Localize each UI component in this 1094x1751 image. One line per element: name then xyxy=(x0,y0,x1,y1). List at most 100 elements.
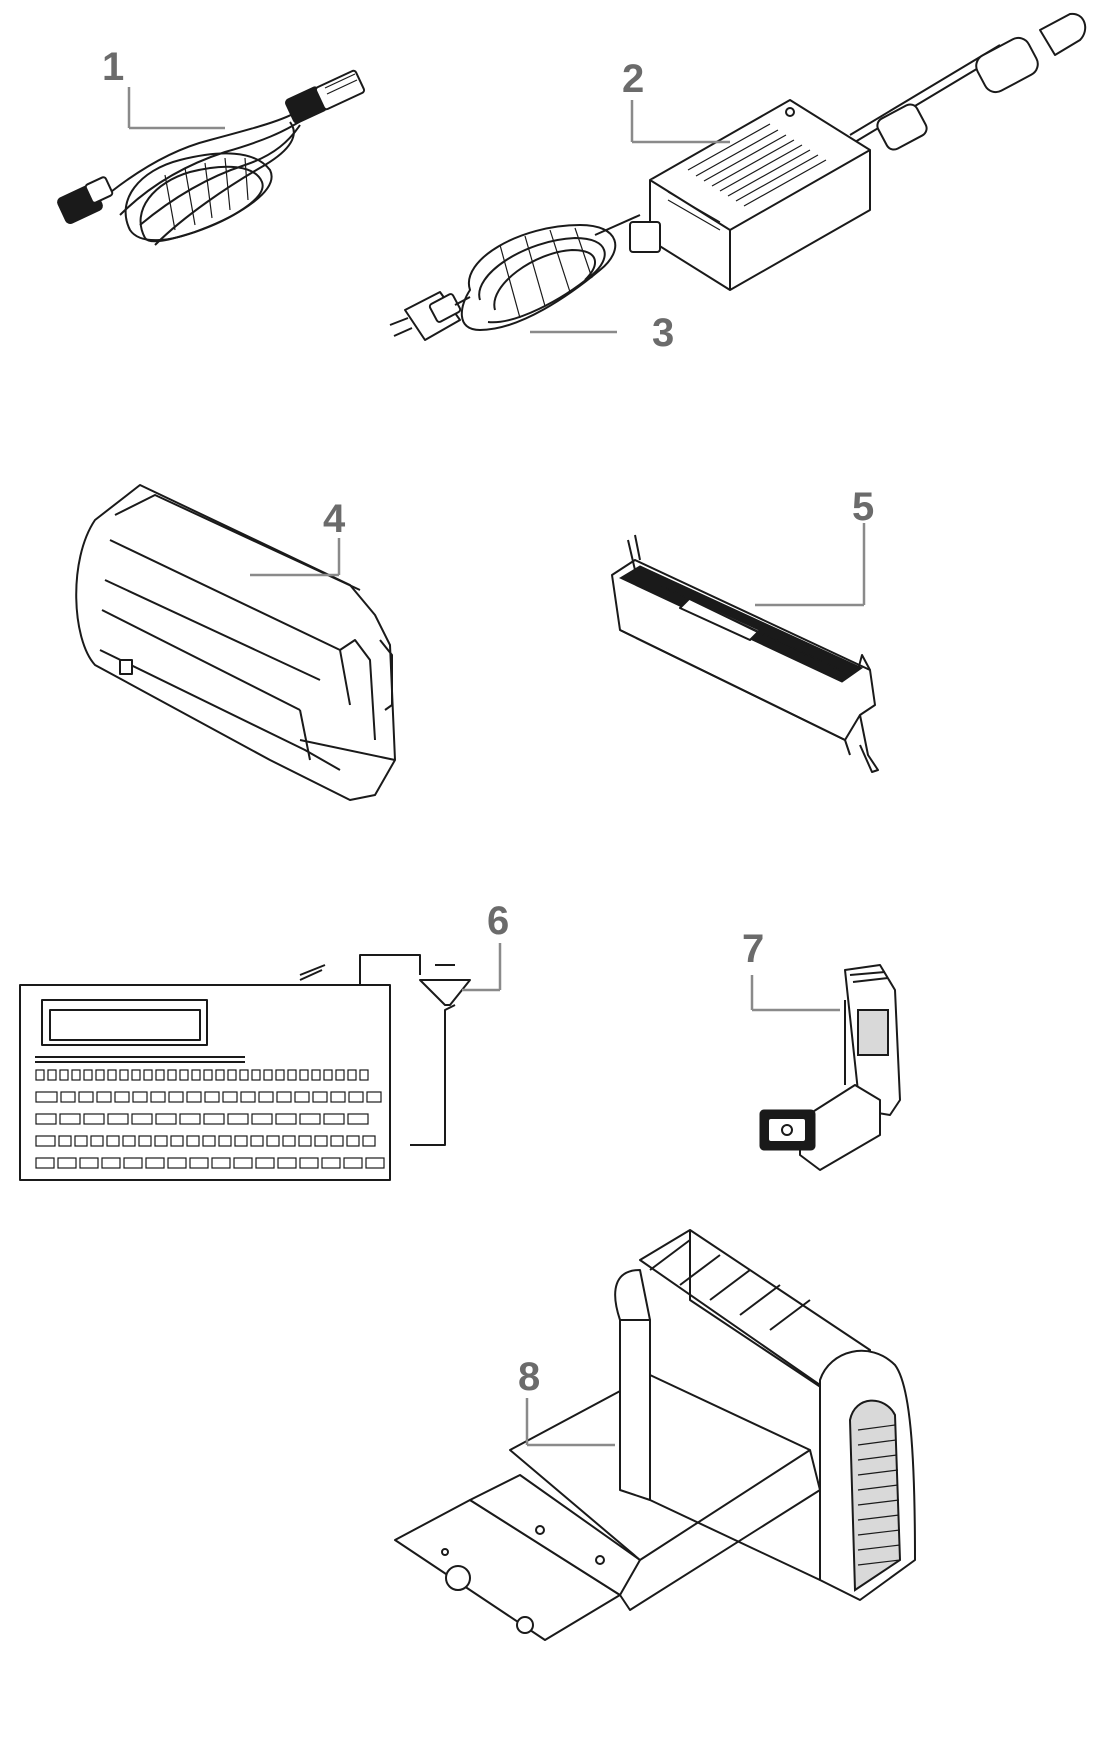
sheet-glyph-block xyxy=(323,1113,345,1125)
sheet-glyph-block xyxy=(277,1157,297,1169)
sheet-glyph-block xyxy=(35,1069,45,1081)
callout-8: 8 xyxy=(518,1355,540,1399)
sheet-glyph-block xyxy=(155,1113,177,1125)
sheet-glyph-block xyxy=(203,1113,225,1125)
label-sheet-text-rows xyxy=(35,1069,385,1169)
usb-cable-illustration xyxy=(57,69,366,246)
sheet-glyph-block xyxy=(186,1091,202,1103)
sheet-glyph-block xyxy=(78,1091,94,1103)
callout-1: 1 xyxy=(102,45,124,89)
sheet-glyph-block xyxy=(203,1069,213,1081)
sheet-glyph-block xyxy=(321,1157,341,1169)
sheet-glyph-block xyxy=(347,1113,369,1125)
sheet-glyph-block xyxy=(258,1091,274,1103)
sheet-glyph-block xyxy=(145,1157,165,1169)
sheet-glyph-block xyxy=(79,1157,99,1169)
bracket-illustration xyxy=(759,964,901,1171)
sheet-glyph-block xyxy=(167,1157,187,1169)
sheet-glyph-block xyxy=(167,1069,177,1081)
sheet-glyph-block xyxy=(275,1069,285,1081)
sheet-glyph-block xyxy=(335,1069,345,1081)
sheet-glyph-block xyxy=(101,1157,121,1169)
sheet-glyph-block xyxy=(132,1091,148,1103)
label-sheet-illustration xyxy=(19,954,471,1181)
callout-4: 4 xyxy=(323,497,346,541)
sheet-glyph-block xyxy=(106,1135,120,1147)
sheet-glyph-block xyxy=(59,1069,69,1081)
sheet-glyph-block xyxy=(47,1069,57,1081)
sheet-glyph-block xyxy=(266,1135,280,1147)
sheet-glyph-block xyxy=(122,1135,136,1147)
sheet-glyph-block xyxy=(58,1135,72,1147)
sheet-glyph-block xyxy=(314,1135,328,1147)
power-adapter-illustration xyxy=(629,12,1087,291)
sheet-glyph-block xyxy=(138,1135,152,1147)
sheet-glyph-block xyxy=(96,1091,112,1103)
sheet-glyph-block xyxy=(123,1157,143,1169)
grille-lines xyxy=(857,1424,901,1566)
sheet-glyph-block xyxy=(95,1069,105,1081)
sheet-glyph-block xyxy=(299,1113,321,1125)
sheet-glyph-block xyxy=(143,1069,153,1081)
sheet-glyph-block xyxy=(83,1069,93,1081)
sheet-glyph-block xyxy=(215,1069,225,1081)
sheet-glyph-block xyxy=(240,1091,256,1103)
power-cord-illustration xyxy=(389,214,641,341)
sheet-glyph-block xyxy=(35,1157,55,1169)
sheet-glyph-block xyxy=(35,1091,58,1103)
sheet-glyph-block xyxy=(189,1157,209,1169)
callout-3: 3 xyxy=(652,311,674,355)
sheet-glyph-block xyxy=(154,1135,168,1147)
sheet-glyph-block xyxy=(227,1069,237,1081)
sheet-glyph-block xyxy=(218,1135,232,1147)
sheet-glyph-block xyxy=(276,1091,292,1103)
sheet-glyph-block xyxy=(251,1069,261,1081)
sheet-glyph-block xyxy=(255,1157,275,1169)
sheet-glyph-block xyxy=(90,1135,104,1147)
sheet-glyph-block xyxy=(323,1069,333,1081)
sheet-glyph-block xyxy=(170,1135,184,1147)
sheet-glyph-block xyxy=(287,1069,297,1081)
sheet-glyph-block xyxy=(275,1113,297,1125)
sheet-glyph-block xyxy=(222,1091,238,1103)
sheet-glyph-block xyxy=(57,1157,77,1169)
sheet-glyph-block xyxy=(114,1091,130,1103)
sheet-glyph-block xyxy=(294,1091,310,1103)
sheet-glyph-block xyxy=(168,1091,184,1103)
sheet-glyph-block xyxy=(347,1069,357,1081)
sheet-glyph-block xyxy=(250,1135,264,1147)
cutter-module-illustration xyxy=(75,484,396,801)
sheet-glyph-block xyxy=(298,1135,312,1147)
sheet-glyph-block xyxy=(299,1157,319,1169)
peeler-module-illustration xyxy=(611,534,879,773)
sheet-glyph-block xyxy=(150,1091,166,1103)
sheet-glyph-block xyxy=(299,1069,309,1081)
sheet-glyph-block xyxy=(239,1069,249,1081)
media-holder-illustration xyxy=(394,1229,916,1641)
sheet-glyph-block xyxy=(202,1135,216,1147)
callout-7: 7 xyxy=(742,927,764,971)
sheet-glyph-block xyxy=(35,1135,56,1147)
sheet-glyph-block xyxy=(330,1135,344,1147)
sheet-glyph-block xyxy=(251,1113,273,1125)
sheet-glyph-block xyxy=(60,1091,76,1103)
sheet-glyph-block xyxy=(71,1069,81,1081)
sheet-glyph-block xyxy=(131,1113,153,1125)
sheet-glyph-block xyxy=(186,1135,200,1147)
sheet-glyph-block xyxy=(155,1069,165,1081)
sheet-glyph-block xyxy=(179,1113,201,1125)
sheet-glyph-block xyxy=(311,1069,321,1081)
sheet-glyph-block xyxy=(365,1157,385,1169)
sheet-glyph-block xyxy=(119,1069,129,1081)
sheet-glyph-block xyxy=(227,1113,249,1125)
sheet-glyph-block xyxy=(211,1157,231,1169)
sheet-glyph-block xyxy=(74,1135,88,1147)
sheet-glyph-block xyxy=(83,1113,105,1125)
sheet-glyph-block xyxy=(359,1069,369,1081)
sheet-glyph-block xyxy=(107,1113,129,1125)
sheet-glyph-block xyxy=(107,1069,117,1081)
sheet-glyph-block xyxy=(191,1069,201,1081)
sheet-glyph-block xyxy=(282,1135,296,1147)
sheet-glyph-block xyxy=(348,1091,364,1103)
